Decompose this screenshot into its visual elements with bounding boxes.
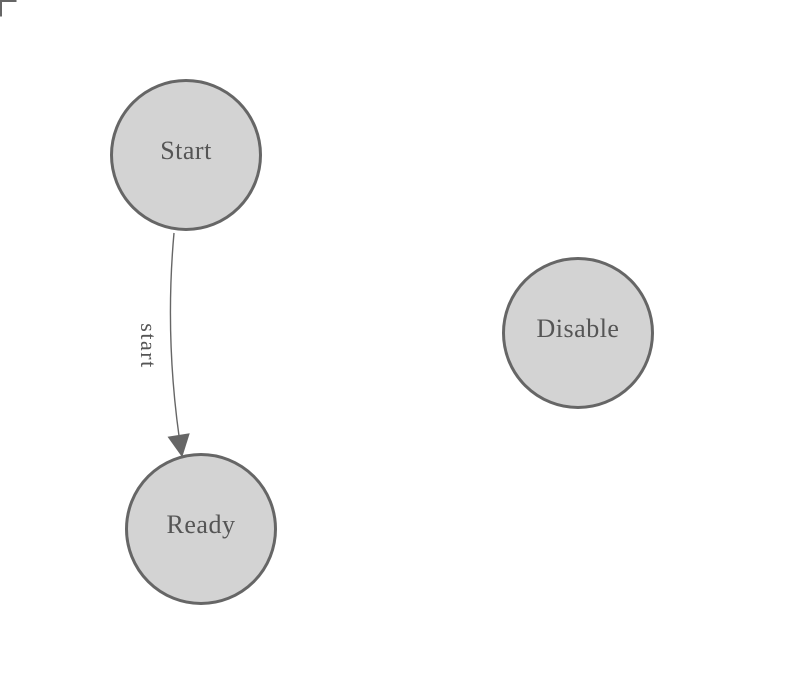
state-node-start[interactable]: Start	[110, 79, 262, 231]
edge-start-to-ready[interactable]	[167, 232, 190, 458]
state-node-ready[interactable]: Ready	[125, 453, 277, 605]
state-node-start-label: Start	[160, 136, 212, 165]
edge-label-start: start	[136, 323, 161, 369]
frame-corner-mark	[0, 0, 17, 17]
state-node-disable-label: Disable	[536, 314, 620, 343]
state-node-ready-label: Ready	[166, 510, 236, 539]
state-node-disable[interactable]: Disable	[502, 257, 654, 409]
